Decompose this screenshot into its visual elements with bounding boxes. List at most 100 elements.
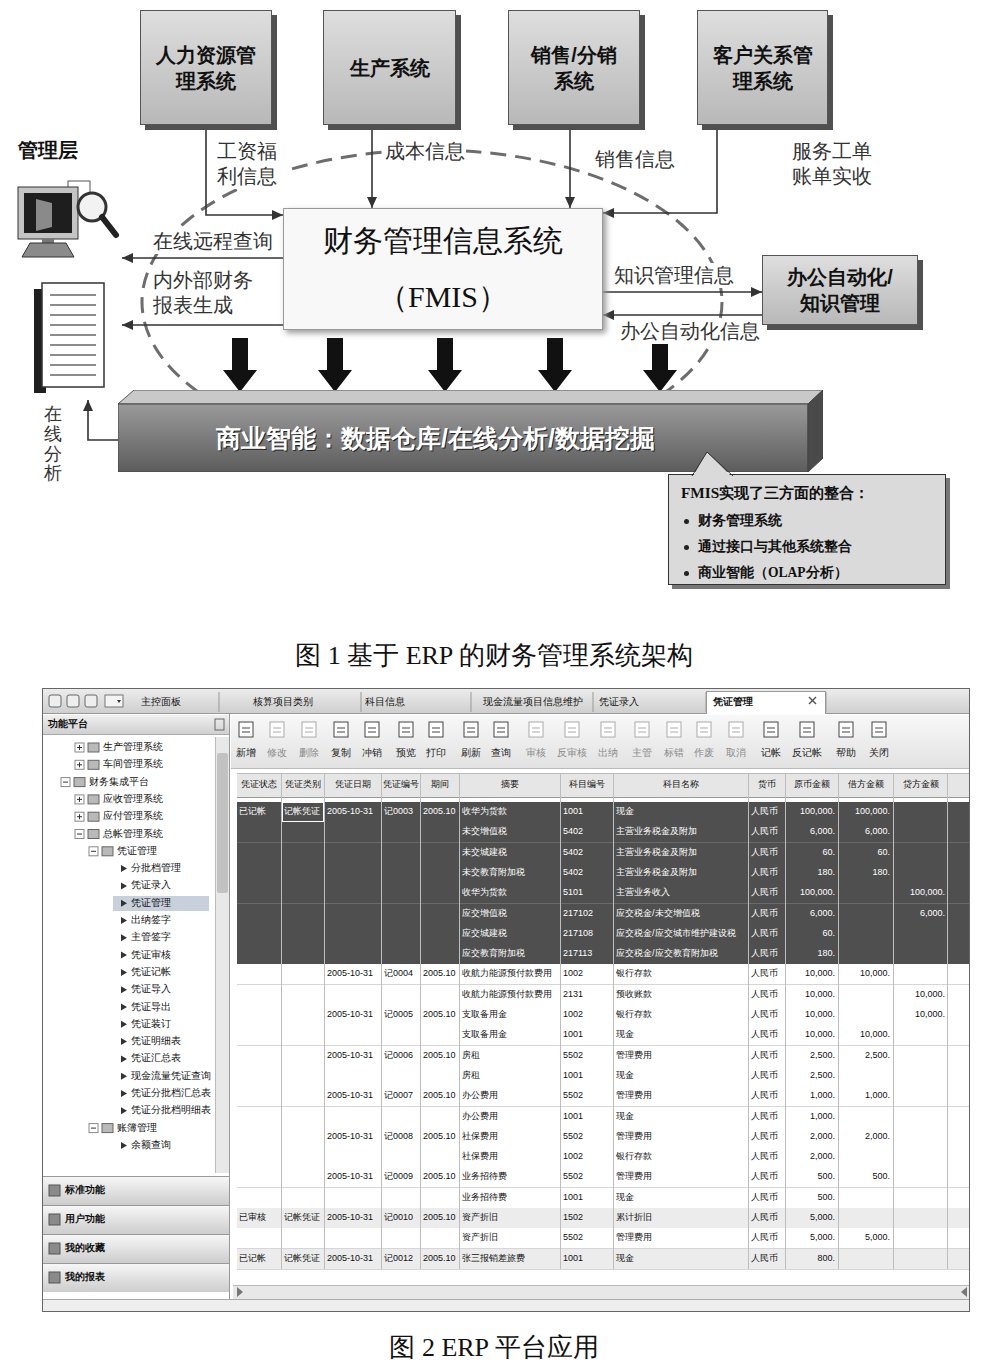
block-arrow — [428, 338, 462, 392]
figure-caption: 图 2 ERP 平台应用 — [0, 1330, 988, 1365]
toolbar-icon — [800, 722, 814, 737]
table-cell: 人民币 — [749, 1131, 785, 1142]
table-cell: 2005.10 — [421, 1253, 459, 1264]
toolbar-icon-mark — [305, 728, 313, 729]
table-cell: 支取备用金 — [460, 1009, 560, 1020]
toolbar-label: 主管 — [622, 747, 662, 759]
bullet-text: 财务管理系统 — [698, 512, 782, 530]
toolbar-icon — [601, 722, 615, 737]
tree-item: 主管签字 — [131, 931, 171, 943]
table-cell: 主营业务税金及附加 — [614, 867, 748, 878]
toolbar-icon-mark — [305, 732, 313, 733]
toolbar-icon-mark — [467, 732, 475, 733]
connector-line — [603, 314, 762, 316]
column-header: 凭证状态 — [237, 779, 281, 790]
scrollbar — [233, 1285, 970, 1299]
table-cell: 2,500. — [786, 1070, 838, 1081]
arrowhead — [603, 208, 614, 218]
table-cell: 5402 — [561, 847, 613, 858]
tree-leaf-arrow — [121, 952, 127, 959]
table-cell: 1001 — [561, 1070, 613, 1081]
grid-line — [947, 773, 948, 1269]
connector-line — [122, 324, 283, 326]
table-cell: 记0010 — [382, 1212, 420, 1223]
tree-leaf-arrow — [121, 1107, 127, 1114]
table-cell: 5502 — [561, 1090, 613, 1101]
tree-item: 分批档管理 — [131, 862, 181, 874]
toolbar-icon-mark — [497, 732, 505, 733]
grid-line — [560, 773, 561, 1269]
tree-leaf-arrow — [121, 1055, 127, 1062]
toolbar-icon — [697, 722, 711, 737]
table-cell: 房租 — [460, 1050, 560, 1061]
bullet-dot — [684, 519, 689, 524]
table-cell: 现金 — [614, 1029, 748, 1040]
tree-expander-sign — [63, 782, 68, 783]
tree-item: 总帐管理系统 — [103, 828, 163, 840]
scroll-arrow — [961, 1287, 967, 1297]
table-cell: 管理费用 — [614, 1050, 748, 1061]
table-cell: 2005-10-31 — [325, 1171, 381, 1182]
tab-label: 凭证管理 — [713, 696, 753, 708]
toolbar-label: 刷新 — [451, 747, 491, 759]
tree-expander-sign — [79, 814, 80, 819]
screen-glyph — [36, 199, 52, 231]
table-cell: 人民币 — [749, 1070, 785, 1081]
toolbar-icon-mark — [767, 732, 775, 733]
tree-leaf-arrow — [121, 917, 127, 924]
document-line — [50, 304, 96, 306]
toolbar-label: 预览 — [386, 747, 426, 759]
tree-leaf-arrow — [121, 1142, 127, 1149]
tree-item: 凭证导出 — [131, 1001, 171, 1013]
edge-label: 工资福利信息 — [216, 139, 284, 189]
grid-line — [381, 773, 382, 1269]
table-cell: 银行存款 — [614, 1151, 748, 1162]
tab-separator — [361, 692, 362, 712]
table-cell: 记0005 — [382, 1009, 420, 1020]
tree-expander — [61, 778, 70, 787]
bullet-dot — [684, 571, 689, 576]
table-cell: 人民币 — [749, 1212, 785, 1223]
table-cell: 管理费用 — [614, 1131, 748, 1142]
table-cell: 支取备用金 — [460, 1029, 560, 1040]
arrowhead — [751, 287, 762, 297]
toolbar-icon-mark — [532, 728, 540, 729]
table-cell: 2005.10 — [421, 968, 459, 979]
toolbar-icon-mark — [803, 732, 811, 733]
dropdown-icon — [105, 695, 123, 707]
toolbar-label: 关闭 — [859, 747, 899, 759]
table-cell: 60. — [786, 928, 838, 939]
table-cell: 500. — [786, 1171, 838, 1182]
arrowhead — [603, 310, 614, 320]
connector — [367, 125, 377, 208]
toolbar-icon-mark — [368, 728, 376, 729]
connector — [643, 338, 677, 392]
tree-item: 凭证导入 — [131, 983, 171, 995]
table-cell: 2,000. — [786, 1131, 838, 1142]
table-cell: 500. — [786, 1192, 838, 1203]
management-illustration — [10, 137, 122, 400]
table-cell: 100,000. — [894, 887, 948, 898]
band-label: 商业智能：数据仓库/在线分析/数据挖掘 — [216, 422, 655, 455]
table-cell: 100,000. — [786, 806, 838, 817]
toolbar-icon-mark — [402, 728, 410, 729]
connector — [83, 400, 118, 440]
table-cell: 办公费用 — [460, 1111, 560, 1122]
toolbar-icon-mark — [842, 732, 850, 733]
arrowhead — [122, 320, 133, 330]
table-cell: 人民币 — [749, 1090, 785, 1101]
toolbar-icon-mark — [803, 728, 811, 729]
tree-leaf-arrow — [121, 865, 127, 872]
table-cell: 记帐凭证 — [282, 806, 324, 817]
table-cell: 2131 — [561, 989, 613, 1000]
table-cell: 办公费用 — [460, 1090, 560, 1101]
table-cell: 10,000. — [894, 989, 948, 1000]
tab-bar-icon — [67, 695, 79, 707]
toolbar-icon-mark — [604, 732, 612, 733]
toolbar-label: 标错 — [654, 747, 694, 759]
toolbar-icon — [365, 722, 379, 737]
table-cell: 1,000. — [786, 1111, 838, 1122]
table-cell: 60. — [786, 847, 838, 858]
table-cell: 6,000. — [786, 826, 838, 837]
table-row — [237, 843, 970, 864]
